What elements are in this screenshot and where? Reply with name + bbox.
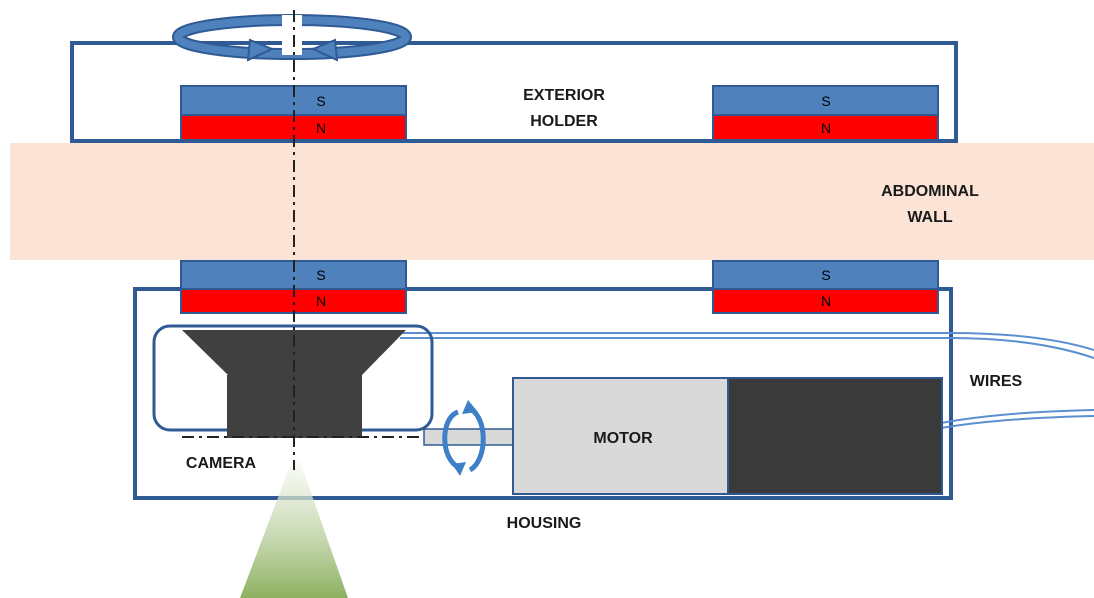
wires-label: WIRES: [970, 373, 1023, 390]
exterior-holder-label: HOLDER: [530, 113, 598, 130]
exterior-holder-frame: [70, 41, 958, 143]
magnet-south-label: S: [821, 93, 830, 109]
rotation-arrow-icon: [442, 400, 486, 476]
abdominal-wall-label: WALL: [907, 209, 953, 226]
magnet-south-label: S: [316, 93, 325, 109]
camera-view-cone: [240, 450, 348, 598]
motor-housing: [512, 377, 729, 495]
abdominal-wall-band: [10, 143, 1094, 260]
magnet-bottom-right: S N: [712, 260, 939, 314]
magnet-north-label: N: [316, 120, 326, 136]
housing-frame: [133, 287, 953, 500]
magnet-north-label: N: [821, 293, 831, 309]
motor-label: MOTOR: [593, 430, 653, 447]
magnet-north-label: N: [821, 120, 831, 136]
magnet-south-label: S: [316, 267, 325, 283]
magnet-top-right: S N: [712, 85, 939, 141]
housing-label: HOUSING: [507, 515, 582, 532]
wires: [400, 332, 1094, 429]
camera-label: CAMERA: [186, 455, 257, 472]
abdominal-wall-label: ABDOMINAL: [881, 183, 979, 200]
motor-shaft: [423, 428, 514, 446]
rotation-arrow-icon: [172, 14, 412, 62]
motor-gearbox: [727, 377, 943, 495]
exterior-holder-label: EXTERIOR: [523, 87, 605, 104]
magnet-north-label: N: [316, 293, 326, 309]
magnet-south-label: S: [821, 267, 830, 283]
